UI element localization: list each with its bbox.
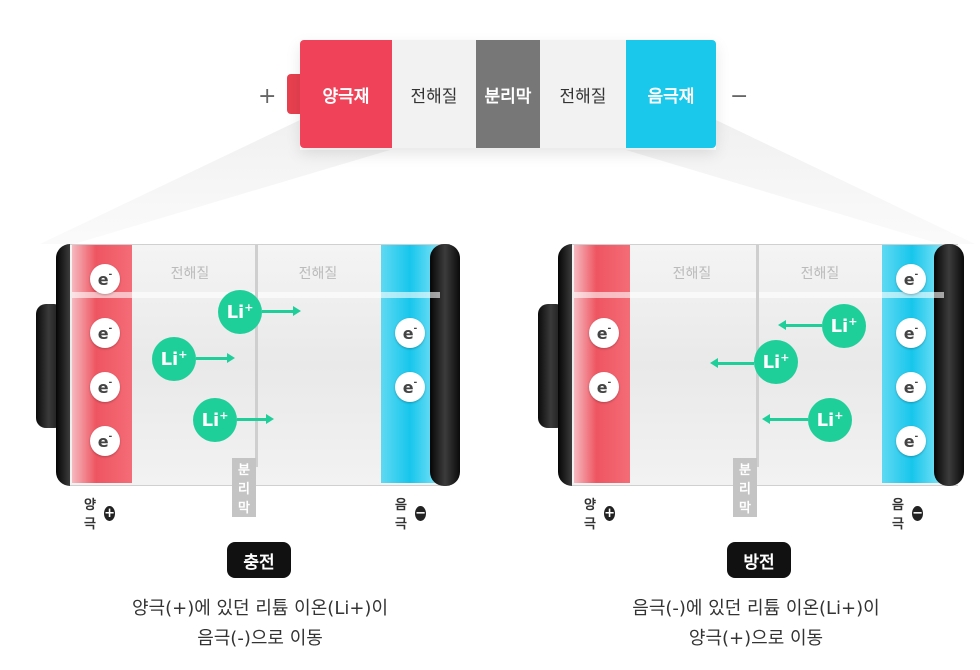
electron: e-: [395, 318, 425, 348]
charge-electrolyte-left-label: 전해질: [170, 266, 210, 282]
charge-separator-label: 분리막: [232, 458, 256, 517]
electron: e-: [896, 318, 926, 348]
arrow-left-icon: [778, 320, 786, 330]
charge-title-badge: 충전: [227, 542, 291, 578]
electron: e-: [90, 264, 120, 294]
lithium-ion: Li+: [822, 304, 866, 348]
negative-label: 음극: [892, 498, 904, 532]
strip-plus-sign: +: [258, 84, 277, 109]
discharge-caption-line1: 음극(-)에 있던 리튬 이온(Li+)이: [632, 598, 880, 619]
arrow-right-icon: [227, 353, 235, 363]
charge-negative-terminal: 음극 −: [395, 494, 426, 532]
ion-arrow-line: [262, 310, 294, 313]
strip-separator: 분리막: [476, 40, 540, 148]
electron: e-: [589, 372, 619, 402]
positive-label: 양극: [584, 498, 596, 532]
lithium-ion: Li+: [152, 337, 196, 381]
funnel-right: [626, 120, 975, 244]
battery-discharge-rim-right: [934, 244, 964, 486]
discharge-electrolyte-right-label: 전해질: [800, 266, 840, 282]
discharge-negative-terminal: 음극 −: [892, 494, 923, 532]
electron: e-: [90, 372, 120, 402]
strip-cathode: 양극재: [300, 40, 392, 148]
discharge-electrolyte-left-label: 전해질: [672, 266, 712, 282]
battery-charge-rim-right: [430, 244, 460, 486]
charge-caption-line1: 양극(+)에 있던 리튬 이온(Li+)이: [131, 598, 389, 619]
strip-anode: 음극재: [626, 40, 716, 148]
electron: e-: [589, 318, 619, 348]
charge-electrolyte-right-label: 전해질: [298, 266, 338, 282]
discharge-title-badge: 방전: [727, 542, 791, 578]
ion-arrow-line: [770, 418, 808, 421]
minus-circle-icon: −: [912, 505, 923, 521]
strip-minus-sign: −: [730, 84, 749, 109]
electron: e-: [896, 426, 926, 456]
arrow-right-icon: [293, 306, 301, 316]
ion-arrow-line: [718, 362, 754, 365]
arrow-left-icon: [710, 358, 718, 368]
charge-positive-terminal: 양극 +: [84, 494, 115, 532]
lithium-ion: Li+: [808, 398, 852, 442]
electron: e-: [90, 318, 120, 348]
electron: e-: [896, 372, 926, 402]
discharge-separator-label: 분리막: [733, 458, 757, 517]
arrow-left-icon: [762, 414, 770, 424]
electron: e-: [896, 264, 926, 294]
electron: e-: [395, 372, 425, 402]
electron: e-: [90, 426, 120, 456]
charge-caption-line2: 음극(-)으로 이동: [197, 628, 323, 649]
strip-electrolyte-right: 전해질: [540, 40, 626, 148]
discharge-caption: 음극(-)에 있던 리튬 이온(Li+)이 양극(+)으로 이동: [596, 594, 916, 654]
battery-charge-anode: [381, 245, 439, 483]
plus-circle-icon: +: [104, 505, 115, 521]
strip-terminal-nub: [287, 74, 301, 114]
discharge-positive-terminal: 양극 +: [584, 494, 615, 532]
arrow-right-icon: [266, 414, 274, 424]
minus-circle-icon: −: [415, 505, 426, 521]
discharge-caption-line2: 양극(+)으로 이동: [688, 628, 824, 649]
charge-caption: 양극(+)에 있던 리튬 이온(Li+)이 음극(-)으로 이동: [100, 594, 420, 654]
lithium-ion: Li+: [754, 340, 798, 384]
positive-label: 양극: [84, 498, 96, 532]
lithium-ion: Li+: [218, 290, 262, 334]
battery-discharge-cathode: [574, 245, 630, 483]
plus-circle-icon: +: [604, 505, 615, 521]
battery-discharge-gloss: [574, 292, 944, 298]
battery-charge-separator-line: [255, 245, 258, 467]
ion-arrow-line: [196, 357, 228, 360]
funnel-left: [40, 120, 390, 244]
ion-arrow-line: [786, 324, 822, 327]
negative-label: 음극: [395, 498, 407, 532]
ion-arrow-line: [237, 418, 267, 421]
strip-electrolyte-left: 전해질: [392, 40, 476, 148]
lithium-ion: Li+: [193, 398, 237, 442]
